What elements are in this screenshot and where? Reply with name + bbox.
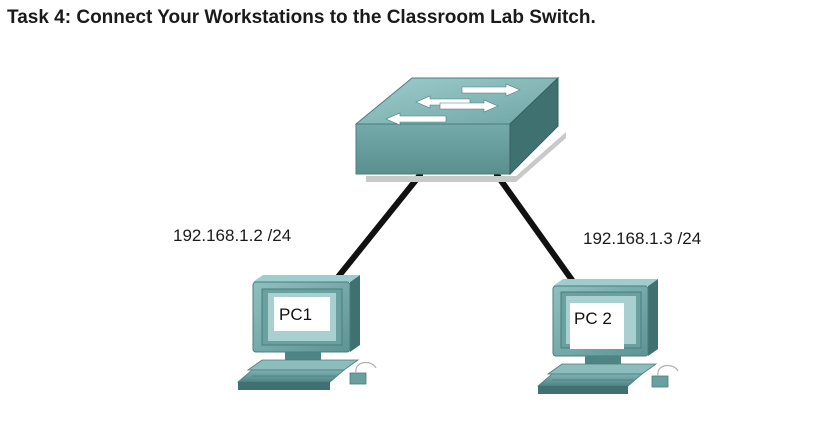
page-title: Task 4: Connect Your Workstations to the…: [7, 7, 596, 28]
pc2-workstation-icon: [536, 279, 679, 394]
pc2-label: PC 2: [574, 309, 612, 328]
link-switch-pc1: [335, 172, 423, 280]
network-switch-icon: [354, 76, 566, 182]
pc1-ip-label: 192.168.1.2 /24: [173, 226, 292, 245]
link-switch-pc2: [494, 172, 575, 283]
pc2-ip-label: 192.168.1.3 /24: [583, 229, 702, 248]
pc1-label: PC1: [279, 305, 312, 324]
pc1-workstation-icon: [236, 275, 377, 390]
